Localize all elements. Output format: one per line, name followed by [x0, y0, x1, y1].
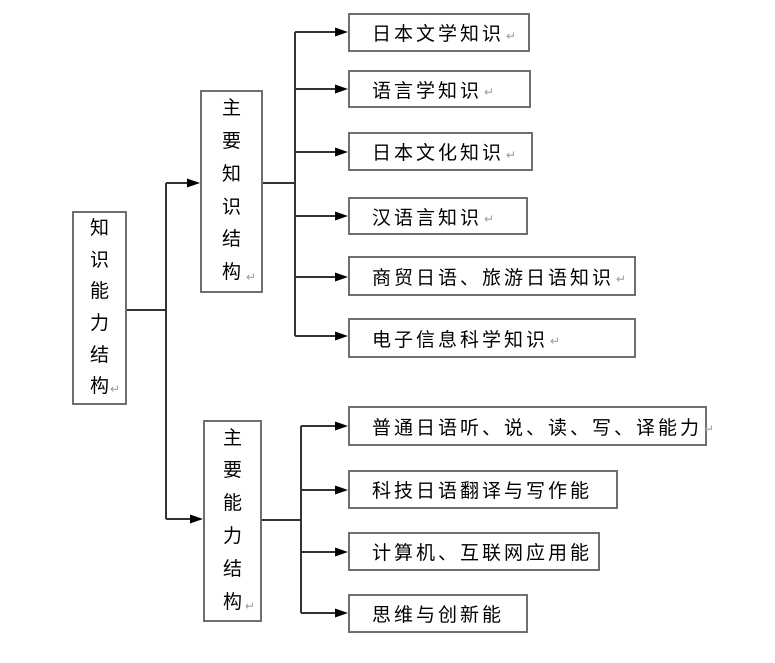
node-ability-item-4: 思维与创新能 — [348, 594, 528, 633]
leaf-label: 思维与创新能 — [372, 605, 505, 626]
node-knowledge-structure: 主要知识结构 ↵ — [200, 90, 263, 293]
node-ability-structure: 主要能力结构 ↵ — [203, 420, 262, 622]
paragraph-mark: ↵ — [484, 85, 495, 99]
paragraph-mark: ↵ — [245, 270, 256, 284]
node-knowledge-item-1: 日本文学知识 ↵ — [348, 13, 530, 52]
leaf-label: 商贸日语、旅游日语知识 — [372, 267, 615, 289]
paragraph-mark: ↵ — [109, 382, 120, 396]
node-root: 知识能力结构 ↵ — [72, 211, 127, 405]
paragraph-mark: ↵ — [616, 272, 627, 286]
arrowheads — [187, 27, 348, 618]
node-knowledge-item-3: 日本文化知识 ↵ — [348, 132, 533, 171]
paragraph-mark: ↵ — [484, 212, 495, 226]
paragraph-mark: ↵ — [550, 334, 561, 348]
paragraph-mark: ↵ — [704, 422, 715, 436]
paragraph-mark: ↵ — [506, 28, 517, 43]
node-knowledge-item-5: 商贸日语、旅游日语知识 ↵ — [348, 256, 636, 296]
node-ability-item-3: 计算机、互联网应用能 — [348, 532, 600, 571]
node-knowledge-label: 主要知识结构 — [221, 98, 241, 284]
node-root-label: 知识能力结构 — [89, 218, 109, 398]
leaf-label: 日本文学知识 — [372, 24, 505, 45]
paragraph-mark: ↵ — [506, 147, 517, 162]
leaf-label: 日本文化知识 — [372, 143, 505, 164]
paragraph-mark: ↵ — [244, 599, 255, 613]
leaf-label: 计算机、互联网应用能 — [372, 543, 593, 564]
node-knowledge-item-2: 语言学知识 ↵ — [348, 70, 531, 108]
leaf-label: 汉语言知识 — [372, 207, 483, 229]
node-knowledge-item-6: 电子信息科学知识 ↵ — [348, 318, 636, 358]
leaf-label: 科技日语翻译与写作能 — [372, 481, 593, 502]
node-ability-label: 主要能力结构 — [222, 427, 242, 613]
leaf-label: 电子信息科学知识 — [372, 329, 549, 351]
node-knowledge-item-4: 汉语言知识 ↵ — [348, 197, 528, 235]
leaf-label: 语言学知识 — [372, 80, 483, 102]
node-ability-item-2: 科技日语翻译与写作能 — [348, 470, 618, 509]
node-ability-item-1: 普通日语听、说、读、写、译能力 ↵ — [348, 406, 714, 446]
leaf-label: 普通日语听、说、读、写、译能力 — [372, 417, 703, 439]
